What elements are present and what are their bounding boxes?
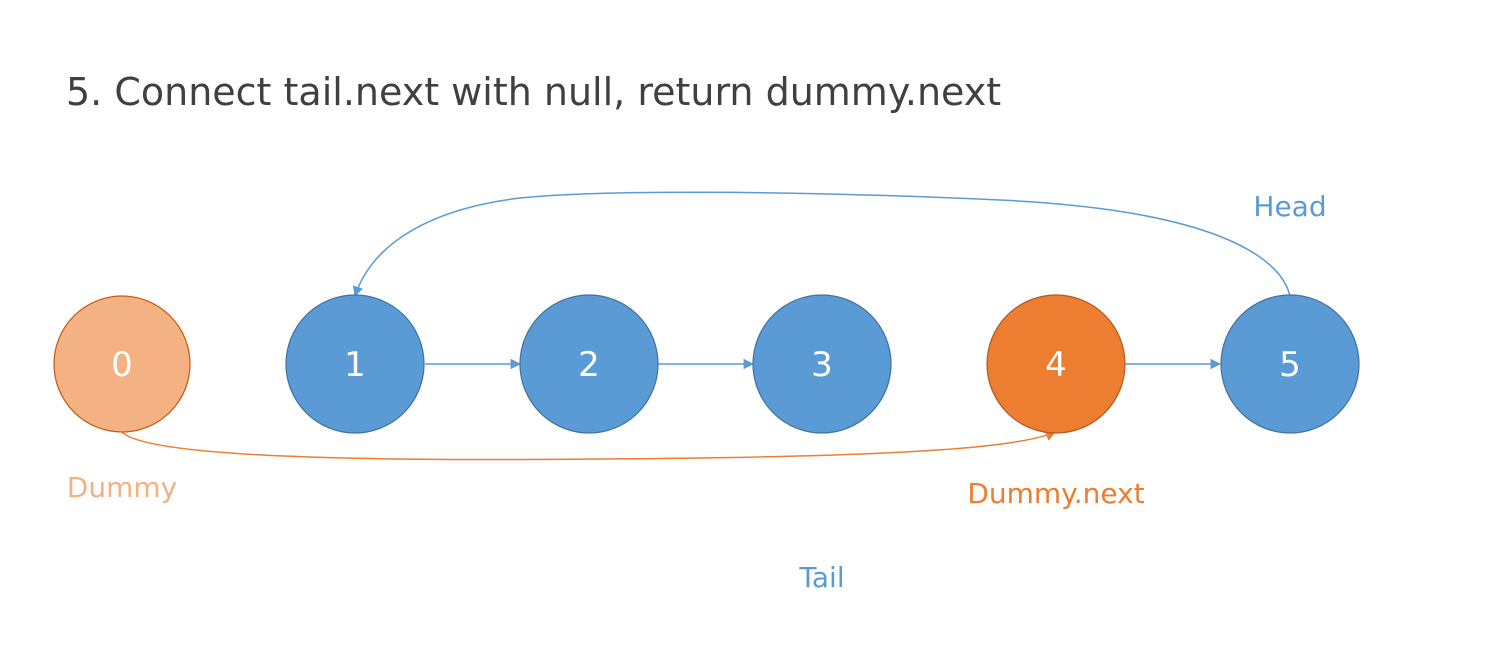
slide-title: 5. Connect tail.next with null, return d… — [66, 70, 1002, 114]
head-label: Head — [1253, 190, 1326, 223]
node-3-label: 3 — [811, 345, 833, 385]
node-4-label: 4 — [1045, 345, 1067, 385]
tail-label: Tail — [798, 561, 844, 594]
edge-5-to-1 — [352, 191, 1291, 297]
node-1-label: 1 — [344, 345, 366, 385]
node-2-label: 2 — [578, 345, 600, 385]
node-4: 4 — [986, 294, 1126, 434]
dummy-next-label: Dummy.next — [967, 477, 1144, 510]
node-1: 1 — [285, 294, 425, 434]
node-3: 3 — [752, 294, 892, 434]
dummy-label: Dummy — [67, 471, 177, 504]
node-0-label: 0 — [111, 345, 133, 385]
node-5-label: 5 — [1279, 345, 1301, 385]
edge-0-to-4 — [121, 431, 1056, 461]
node-2: 2 — [519, 294, 659, 434]
node-0: 0 — [53, 295, 191, 433]
node-5: 5 — [1220, 294, 1360, 434]
